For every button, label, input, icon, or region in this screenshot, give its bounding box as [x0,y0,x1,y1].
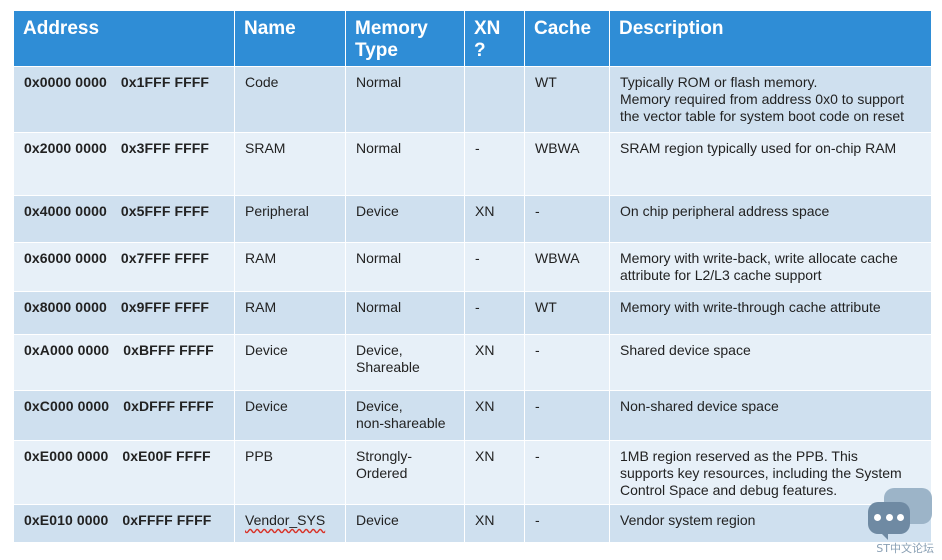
description-cell: Non-shared device space [609,390,932,441]
header-xn: XN? [464,10,525,67]
cache-cell: WBWA [524,132,610,196]
description-cell: SRAM region typically used for on-chip R… [609,132,932,196]
xn-cell [464,66,525,133]
watermark-text: ST中文论坛 [876,542,934,555]
ellipsis-dots-icon [874,514,904,522]
name-cell: Device [234,334,346,391]
name-cell: RAM [234,291,346,335]
memory-type-cell: Device,non-shareable [345,390,465,441]
name-cell: Device [234,390,346,441]
xn-cell: - [464,291,525,335]
cache-cell: - [524,334,610,391]
header-description: Description [609,10,932,67]
header-address: Address [13,10,235,67]
description-cell: Memory with write-through cache attribut… [609,291,932,335]
name-cell: SRAM [234,132,346,196]
forum-watermark: ST中文论坛 [854,488,934,556]
cache-cell: - [524,440,610,505]
xn-cell: XN [464,195,525,243]
cache-cell: WBWA [524,242,610,292]
xn-cell: XN [464,440,525,505]
name-cell: Code [234,66,346,133]
memory-type-cell: Device [345,195,465,243]
xn-cell: - [464,242,525,292]
memory-type-cell: Normal [345,132,465,196]
name-cell: PPB [234,440,346,505]
description-cell: Typically ROM or flash memory.Memory req… [609,66,932,133]
memory-type-cell: Normal [345,242,465,292]
xn-cell: XN [464,334,525,391]
chat-bubble-tail-icon [880,532,888,540]
cache-cell: - [524,504,610,543]
spellcheck-underlined-text: Vendor_SYS [245,512,326,528]
header-cache: Cache [524,10,610,67]
name-cell: Vendor_SYS [234,504,346,543]
memory-type-cell: Device [345,504,465,543]
cache-cell: WT [524,291,610,335]
cache-cell: WT [524,66,610,133]
name-cell: Peripheral [234,195,346,243]
xn-cell: XN [464,504,525,543]
memory-type-cell: Strongly-Ordered [345,440,465,505]
xn-cell: XN [464,390,525,441]
name-cell: RAM [234,242,346,292]
header-name: Name [234,10,346,67]
cache-cell: - [524,195,610,243]
memory-type-cell: Device,Shareable [345,334,465,391]
description-cell: On chip peripheral address space [609,195,932,243]
memory-type-cell: Normal [345,291,465,335]
description-cell: Shared device space [609,334,932,391]
description-cell: Memory with write-back, write allocate c… [609,242,932,292]
memory-type-cell: Normal [345,66,465,133]
cache-cell: - [524,390,610,441]
xn-cell: - [464,132,525,196]
